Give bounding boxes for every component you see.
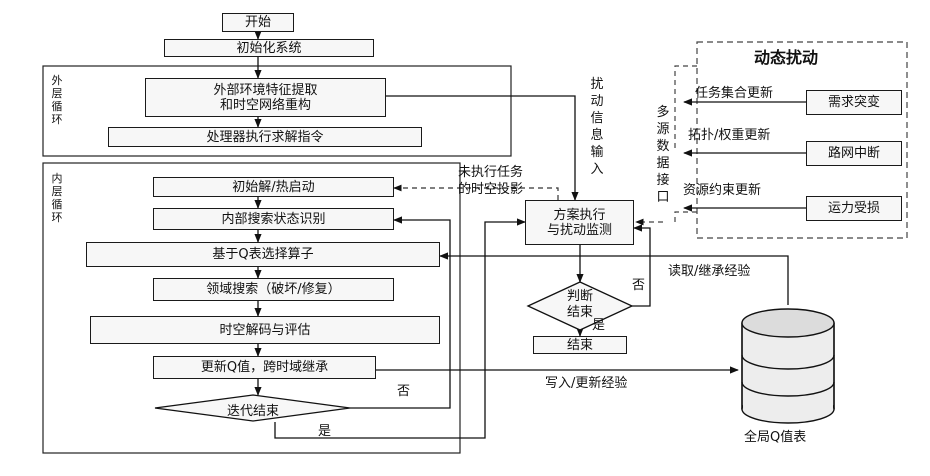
global-q-table-label: 全局Q值表 <box>744 430 806 445</box>
decode-eval-box: 时空解码与评估 <box>90 316 440 344</box>
arrow-judge-no-loop <box>632 228 650 306</box>
plan-exec-box: 方案执行 与扰动监测 <box>525 200 634 245</box>
dynamic-title: 动态扰动 <box>754 48 818 68</box>
judge-no-label: 否 <box>632 278 645 293</box>
plan-exec-line1: 方案执行 <box>553 208 605 223</box>
update-label-topology: 拓扑/权重更新 <box>688 128 770 143</box>
outer-loop-label: 外层循环 <box>51 74 63 126</box>
processor-exec-box: 处理器执行求解指令 <box>108 127 422 147</box>
judge-line1: 判断 <box>548 289 612 305</box>
global-q-table-icon <box>742 309 834 423</box>
update-label-task-set: 任务集合更新 <box>695 86 773 101</box>
end-node: 结束 <box>533 336 627 354</box>
projection-line1: 未执行任务 <box>458 164 523 181</box>
feature-extract-line2: 和时空网络重构 <box>220 98 311 113</box>
event-road-interrupt: 路网中断 <box>806 141 902 166</box>
iteration-decision-label: 迭代结束 <box>213 400 293 419</box>
update-label-resource: 资源约束更新 <box>683 183 761 198</box>
init-system-box: 初始化系统 <box>164 39 374 57</box>
iter-no-label: 否 <box>397 384 410 399</box>
update-q-box: 更新Q值，跨时域继承 <box>153 356 376 379</box>
feature-extract-line1: 外部环境特征提取 <box>213 83 317 98</box>
plan-exec-line2: 与扰动监测 <box>547 223 612 238</box>
neighborhood-search-box: 领域搜索（破坏/修复） <box>153 278 394 301</box>
judge-decision-label: 判断 结束 <box>548 289 612 321</box>
start-node: 开始 <box>222 13 294 32</box>
judge-yes-label: 是 <box>592 318 605 333</box>
inner-loop-label: 内层循环 <box>51 172 63 224</box>
projection-line2: 的时空投影 <box>458 181 523 198</box>
event-demand-change: 需求突变 <box>806 90 902 115</box>
interface-link-bottom <box>675 212 697 225</box>
disturb-input-label: 扰动信息输入 <box>589 76 605 178</box>
multi-source-interface-label: 多源数据接口 <box>655 104 671 206</box>
write-experience-label: 写入/更新经验 <box>545 376 627 391</box>
feature-extract-box: 外部环境特征提取 和时空网络重构 <box>145 78 386 117</box>
select-operator-box: 基于Q表选择算子 <box>86 242 440 267</box>
init-solution-box: 初始解/热启动 <box>153 177 394 197</box>
iter-yes-label: 是 <box>318 424 331 439</box>
read-experience-label: 读取/继承经验 <box>668 264 750 279</box>
event-capacity-loss: 运力受损 <box>806 196 902 221</box>
state-identify-box: 内部搜索状态识别 <box>153 208 394 230</box>
projection-label: 未执行任务 的时空投影 <box>458 164 523 198</box>
